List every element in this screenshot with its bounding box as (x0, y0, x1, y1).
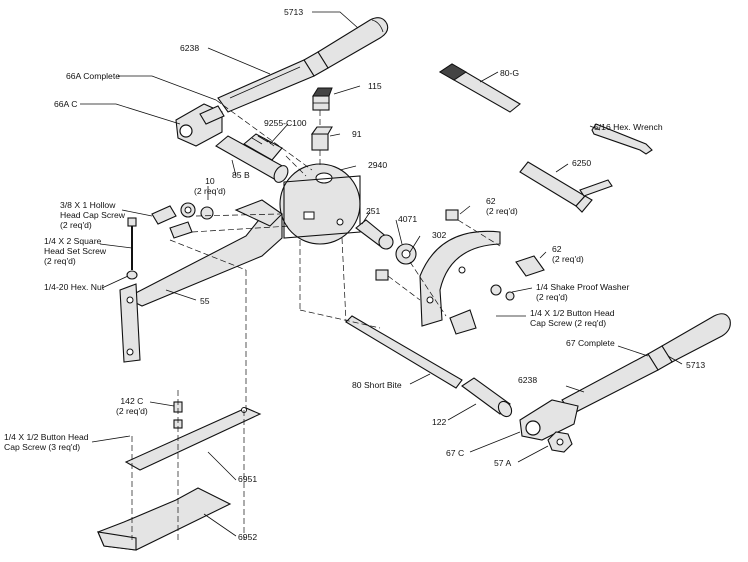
label-1-4-button-head-right: 1/4 X 1/2 Button Head Cap Screw (2 req'd… (530, 308, 615, 328)
label-67c: 67 C (446, 448, 465, 458)
label-3-8-hollow-cap-screw: 3/8 X 1 Hollow Head Cap Screw (2 req'd) (60, 200, 125, 230)
part-55-arm (119, 199, 283, 363)
label-85b: 85 B (232, 170, 250, 180)
bottom-handle-ratchet-head (519, 399, 579, 441)
label-115: 115 (368, 81, 382, 91)
top-handle-grip (317, 17, 389, 69)
label-10: 10 (2 req'd) (194, 176, 226, 196)
label-1-4-square-set-screw: 1/4 X 2 Square Head Set Screw (2 req'd) (44, 236, 107, 266)
label-6951: 6951 (238, 474, 258, 484)
label-66a-complete: 66A Complete (66, 71, 120, 81)
part-5-16-hex-wrench (579, 123, 653, 197)
label-6238-bottom: 6238 (518, 375, 538, 385)
label-5713-bottom: 5713 (686, 360, 706, 370)
label-80-short-bite: 80 Short Bite (352, 380, 402, 390)
bottom-handle-grip (661, 313, 731, 363)
label-80g: 80-G (500, 68, 520, 78)
label-66a-c: 66A C (54, 99, 78, 109)
part-4071-washer (378, 234, 417, 265)
part-62-studs (375, 209, 545, 335)
label-142c: 142 C (2 req'd) (116, 396, 148, 416)
part-2940-body (279, 163, 361, 245)
part-6951-bar (124, 407, 262, 471)
label-5-16-hex-wrench: 5/16 Hex. Wrench (594, 122, 663, 132)
part-115-block (312, 87, 333, 111)
leader-lines (80, 11, 683, 537)
part-80g-bit (438, 63, 521, 113)
label-302: 302 (432, 230, 447, 240)
top-handle-ratchet-head (175, 103, 225, 147)
label-67-complete: 67 Complete (566, 338, 615, 348)
label-1-4-shake-proof-washer: 1/4 Shake Proof Washer (2 req'd) (536, 282, 630, 302)
part-6952-block (97, 487, 232, 551)
label-57a: 57 A (494, 458, 512, 468)
part-85b-sleeve (215, 135, 289, 183)
label-6250: 6250 (572, 158, 592, 168)
label-9255-c100: 9255-C100 (264, 118, 307, 128)
part-57a-hex-nut (547, 431, 573, 453)
label-55: 55 (200, 296, 210, 306)
assembly-dashed-lines (131, 99, 501, 540)
part-80-short-bite (345, 315, 463, 389)
bottom-handle-shaft (561, 353, 659, 415)
top-handle-shaft (217, 59, 315, 113)
part-302-plate (419, 230, 501, 327)
label-6952: 6952 (238, 532, 258, 542)
part-3-8-cap-screws (151, 205, 193, 239)
label-251: 251 (366, 206, 381, 216)
part-91-block (310, 126, 333, 151)
label-6238-top: 6238 (180, 43, 200, 53)
label-91: 91 (352, 129, 362, 139)
label-62-mid: 62 (2 req'd) (552, 244, 584, 264)
label-62-top: 62 (2 req'd) (486, 196, 518, 216)
part-square-set-screw (127, 217, 137, 270)
part-122-adapter (461, 377, 513, 418)
label-1-4-20-hex-nut: 1/4-20 Hex. Nut (44, 282, 105, 292)
part-hex-nut (126, 270, 138, 280)
part-6250-gauge (519, 161, 593, 213)
part-10-washers (180, 202, 214, 220)
label-1-4-button-head-left: 1/4 X 1/2 Button Head Cap Screw (3 req'd… (4, 432, 89, 452)
part-shake-proof-washers (490, 284, 515, 301)
label-2940: 2940 (368, 160, 388, 170)
label-122: 122 (432, 417, 447, 427)
part-142c-screws (173, 401, 183, 429)
label-4071: 4071 (398, 214, 418, 224)
label-5713-top: 5713 (284, 7, 304, 17)
